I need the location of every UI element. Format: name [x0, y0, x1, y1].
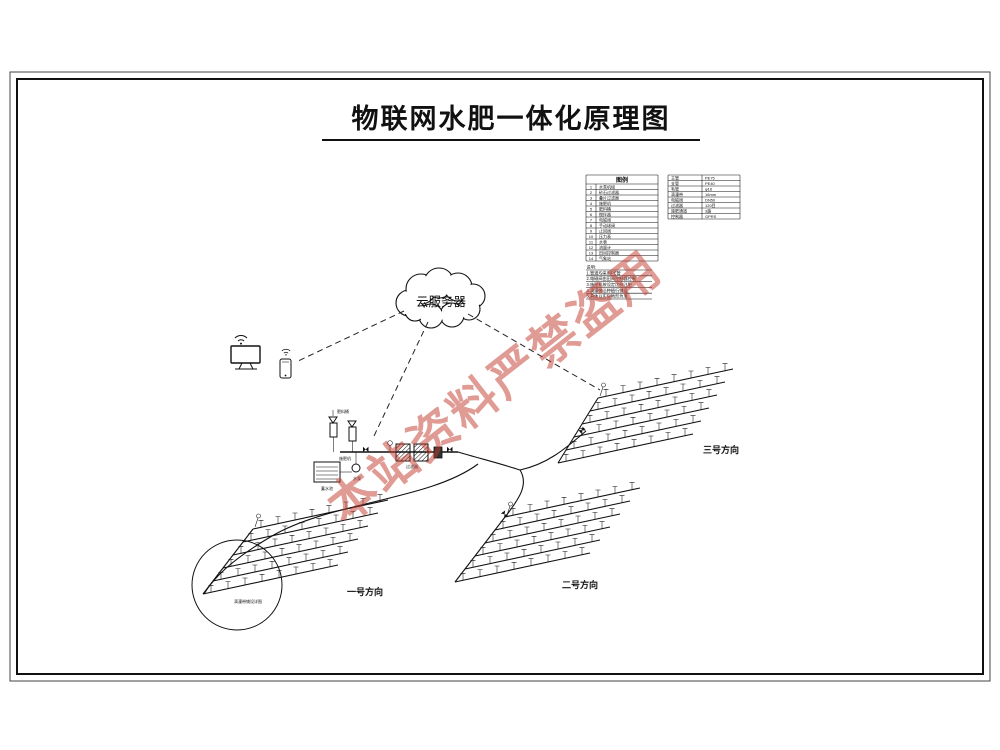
field-grid-1	[202, 494, 389, 595]
legend-row-item: 1	[590, 184, 593, 189]
pump-label: 水泵	[353, 475, 361, 481]
wifi-icon	[281, 348, 291, 356]
legend-row-item: 施肥机	[599, 200, 611, 206]
legend-note-item: 4.滴灌带沿种植行铺设	[587, 287, 629, 294]
field-1-label: 一号方向	[347, 586, 383, 597]
reservoir-label: 蓄水池	[321, 485, 333, 491]
legend-note-item: 3.施肥机按设定比例注肥	[587, 281, 633, 288]
legend-row-item: 3	[590, 195, 593, 200]
legend-row-item: 田间控制器	[599, 249, 619, 255]
legend-note-item: 说明:	[587, 264, 597, 271]
legend-note-item: 1.管道均采用PE管	[587, 269, 621, 276]
watermark-text: 本站资料严禁盗用	[318, 241, 672, 534]
filter-icon	[395, 443, 443, 462]
legend-row-item: 手动球阀	[599, 222, 615, 228]
materials-row-item: 3路	[705, 207, 711, 213]
legend-row-item: 2	[590, 190, 593, 195]
materials-row-item: PE75	[705, 175, 716, 180]
field-grid-3	[557, 363, 734, 464]
legend-rows: 1 水泵机组 2 砂石过滤器 3 叠片过滤器 4 施肥机 5 肥料桶 6 搅拌器 7 电磁阀 8 手动球阀 9 止…	[589, 183, 619, 260]
drawing-frame	[9, 71, 991, 682]
pump-icon	[340, 452, 361, 473]
page-title: 物联网水肥一体化原理图	[352, 104, 671, 134]
detail-label: 滴灌带铺设详图	[234, 598, 262, 604]
legend-row-item: 砂石过滤器	[599, 189, 619, 195]
legend-row-item: 11	[589, 239, 594, 244]
legend-row-item: 9	[590, 228, 593, 233]
legend-row-item: 12	[589, 245, 594, 250]
materials-row-item: 16mm	[705, 192, 717, 197]
pressure-gauge-icon	[387, 440, 393, 452]
legend-row-item: 叠片过滤器	[599, 194, 619, 200]
detail-callout: 滴灌带铺设详图	[191, 539, 283, 631]
materials-row-item: 施肥通道	[671, 207, 687, 213]
legend-row-item: 8	[590, 223, 593, 228]
materials-rows: 主管 PE75 支管 PE40 毛管 φ16 滴灌带 16mm 电磁阀 DN50 过滤器 120目施肥…	[671, 174, 717, 219]
field-2-label: 二号方向	[562, 579, 598, 590]
cloud-server: 云服务器	[395, 267, 486, 329]
materials-row-item: 主管	[671, 174, 679, 180]
materials-row-item: 120目	[705, 203, 716, 208]
materials-row-item: 过滤器	[671, 202, 683, 208]
legend-row-item: 10	[589, 234, 594, 239]
phone-icon	[279, 348, 292, 379]
legend-row-item: 气象站	[599, 255, 611, 261]
legend-row-item: 13	[589, 250, 594, 255]
fertigation-station: 肥料桶 施肥机 蓄水池 水泵 过滤器	[313, 408, 458, 491]
tank-label: 肥料桶	[337, 408, 349, 414]
field-grid-2	[454, 482, 641, 583]
materials-row-item: DN50	[705, 197, 716, 202]
legend-row-item: 水泵机组	[599, 183, 615, 189]
materials-row-item: GPRS	[705, 214, 717, 219]
legend-note-item: 2.电磁阀由田间控制器控制	[587, 275, 637, 282]
legend-row-item: 止回阀	[599, 227, 611, 233]
legend-row-item: 搅拌器	[599, 211, 611, 217]
legend-note-item: 5.具体以实际地形为准	[587, 293, 628, 300]
legend-row-item: 4	[590, 201, 593, 206]
field-3-label: 三号方向	[703, 444, 739, 455]
materials-row-item: 毛管	[671, 185, 679, 191]
legend-table: 图例 1 水泵机组 2 砂石过滤器 3 叠片过滤器 4 施肥机 5 肥料桶 6 搅拌器 7 电磁阀 8 手动球…	[585, 174, 659, 262]
materials-row-item: 支管	[671, 180, 679, 186]
legend-row-item: 肥料桶	[599, 205, 611, 211]
legend-row-item: 5	[590, 206, 593, 211]
materials-row-item: 滴灌带	[671, 191, 683, 197]
legend-row-item: 水表	[599, 238, 607, 244]
cloud-server-label: 云服务器	[416, 294, 467, 309]
legend-row-item: 7	[590, 217, 593, 222]
legend-row-item: 14	[589, 256, 594, 261]
pc-monitor-icon	[230, 335, 261, 370]
wifi-icon	[234, 335, 248, 346]
materials-row-item: φ16	[705, 186, 713, 191]
legend-row-item: 压力表	[599, 233, 611, 239]
legend-title: 图例	[616, 176, 628, 184]
materials-row-item: 电磁阀	[671, 196, 683, 202]
fertilizer-tank-icon	[328, 410, 357, 452]
filter-label: 过滤器	[406, 463, 418, 469]
materials-table: 主管 PE75 支管 PE40 毛管 φ16 滴灌带 16mm 电磁阀 DN50 过滤器 120目施肥…	[667, 174, 741, 220]
legend-row-item: 6	[590, 212, 593, 217]
machine-label: 施肥机	[339, 455, 351, 461]
legend-notes: 说明:1.管道均采用PE管2.电磁阀由田间控制器控制3.施肥机按设定比例注肥4.…	[586, 264, 652, 300]
legend-row-item: 电磁阀	[599, 216, 611, 222]
valve-icon	[363, 446, 369, 452]
materials-row-item: 控制器	[671, 213, 683, 219]
wireless-links	[295, 310, 601, 437]
materials-row-item: PE40	[705, 181, 716, 186]
legend-row-item: 流量计	[599, 244, 611, 250]
